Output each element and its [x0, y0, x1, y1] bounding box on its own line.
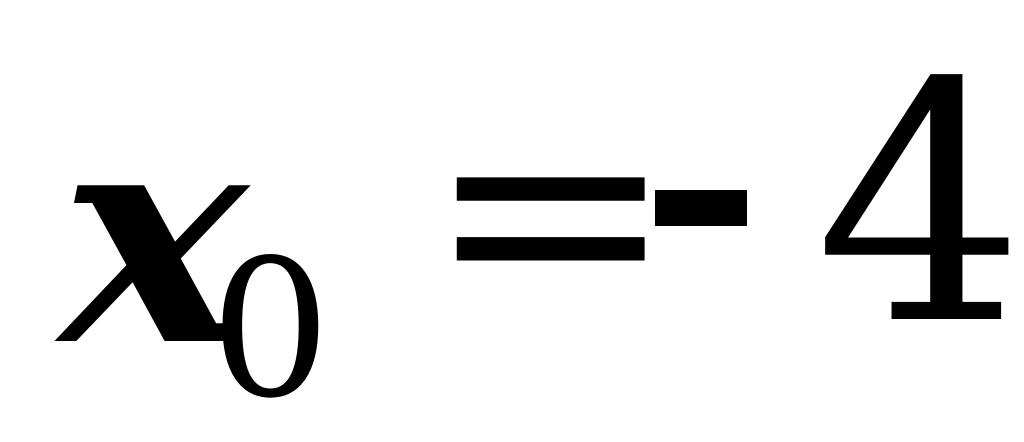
minus-sign: [655, 190, 747, 226]
equals-sign: =: [425, 35, 677, 384]
formula-number: 4: [815, 13, 1024, 397]
formula-variable: x: [60, 59, 248, 412]
formula-subscript: 0: [210, 219, 331, 440]
